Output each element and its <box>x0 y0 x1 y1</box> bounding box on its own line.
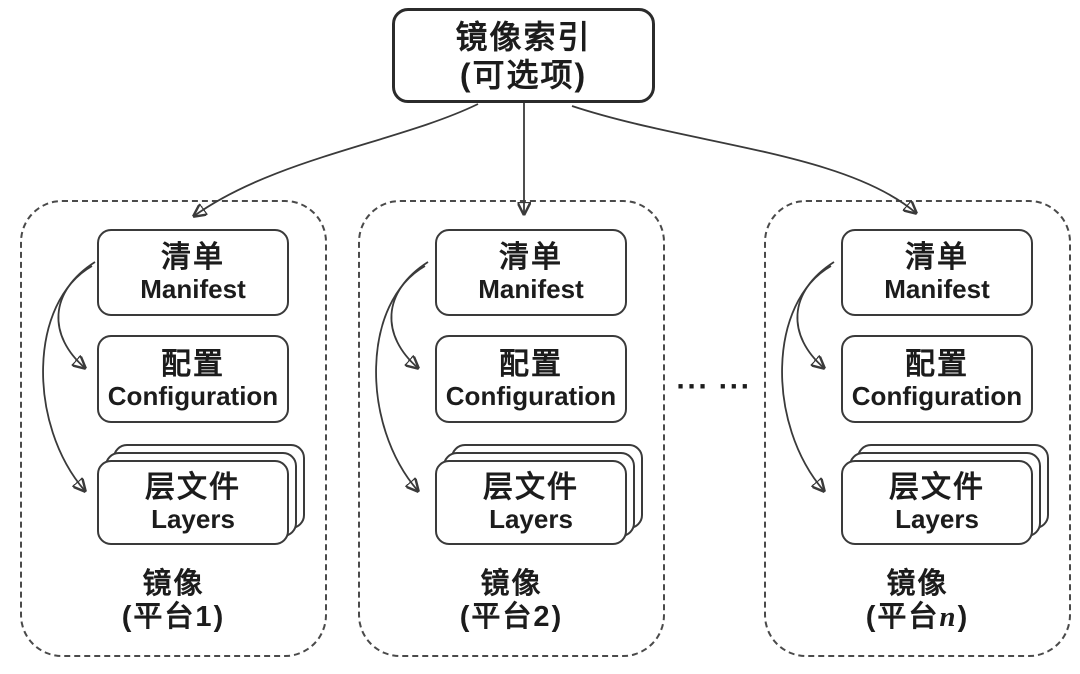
image-index-title: 镜像索引 <box>455 18 592 55</box>
image-index-subtitle: (可选项) <box>459 56 588 93</box>
layers-stack: 层文件 Layers <box>435 444 645 545</box>
configuration-label-en: Configuration <box>107 380 279 411</box>
configuration-label-en: Configuration <box>851 380 1023 411</box>
configuration-label-zh: 配置 <box>499 347 563 381</box>
image-group-platform-2: 清单 Manifest 配置 Configuration 层文件 Layers … <box>358 200 665 657</box>
manifest-box: 清单 Manifest <box>97 229 289 316</box>
layers-label-zh: 层文件 <box>483 471 579 504</box>
platform-number: 2 <box>533 601 552 633</box>
configuration-label-zh: 配置 <box>905 347 969 381</box>
manifest-label-zh: 清单 <box>905 241 969 274</box>
manifest-label-en: Manifest <box>478 274 584 304</box>
layers-stack: 层文件 Layers <box>841 444 1051 545</box>
image-label: 镜像 (平台1) <box>22 568 325 634</box>
platform-number: 1 <box>195 601 214 633</box>
image-label-platform: (平台2) <box>459 601 564 633</box>
image-label: 镜像 (平台2) <box>360 568 663 634</box>
manifest-label-en: Manifest <box>884 274 990 304</box>
manifest-label-zh: 清单 <box>499 241 563 274</box>
layers-label-zh: 层文件 <box>889 471 985 504</box>
image-label-platform: (平台n) <box>865 601 970 633</box>
image-label-title: 镜像 <box>142 568 205 600</box>
configuration-box: 配置 Configuration <box>97 335 289 423</box>
image-index-box: 镜像索引 (可选项) <box>392 8 655 103</box>
manifest-box: 清单 Manifest <box>841 229 1033 316</box>
layers-box: 层文件 Layers <box>841 460 1033 545</box>
image-group-platform-1: 清单 Manifest 配置 Configuration 层文件 Layers … <box>20 200 327 657</box>
layers-label-en: Layers <box>489 504 573 534</box>
manifest-label-zh: 清单 <box>161 241 225 274</box>
configuration-label-zh: 配置 <box>161 347 225 381</box>
configuration-label-en: Configuration <box>445 380 617 411</box>
layers-label-en: Layers <box>151 504 235 534</box>
layers-box: 层文件 Layers <box>435 460 627 545</box>
configuration-box: 配置 Configuration <box>841 335 1033 423</box>
image-label: 镜像 (平台n) <box>766 568 1069 634</box>
configuration-box: 配置 Configuration <box>435 335 627 423</box>
image-label-title: 镜像 <box>886 568 949 600</box>
arrow-index-to-manifest-3 <box>571 105 916 213</box>
layers-stack: 层文件 Layers <box>97 444 307 545</box>
ellipsis-dots: ··· ··· <box>676 370 752 403</box>
platform-number: n <box>939 601 958 633</box>
manifest-label-en: Manifest <box>140 274 246 304</box>
layers-label-en: Layers <box>895 504 979 534</box>
image-label-platform: (平台1) <box>121 601 226 633</box>
manifest-box: 清单 Manifest <box>435 229 627 316</box>
image-group-platform-n: 清单 Manifest 配置 Configuration 层文件 Layers … <box>764 200 1071 657</box>
layers-box: 层文件 Layers <box>97 460 289 545</box>
image-label-title: 镜像 <box>480 568 543 600</box>
layers-label-zh: 层文件 <box>145 471 241 504</box>
